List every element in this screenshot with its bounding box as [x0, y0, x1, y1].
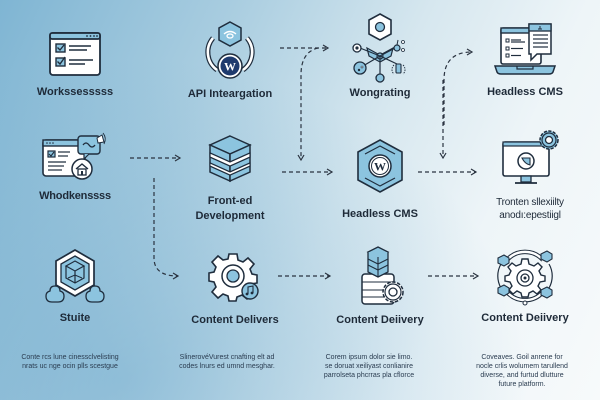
arrow-api-to-headless-mid	[297, 47, 319, 162]
node-label-line1: Front-ed	[207, 195, 253, 207]
description-line: codes lnurs ed umnd mesghar.	[179, 363, 275, 370]
node-headless-cms-top[interactable]: Headless CMS	[470, 20, 580, 99]
node-content-delivery-2[interactable]: Content Deiivery	[465, 248, 585, 325]
node-label: Content Deiivery	[481, 312, 569, 324]
layered-cube-icon	[208, 135, 252, 183]
svg-text:W: W	[374, 160, 386, 174]
description-line: se doruat xeiliyast conlianire	[325, 363, 413, 370]
node-label-line2: Development	[195, 210, 265, 222]
node-worksessions[interactable]: Workssesssss	[20, 30, 130, 99]
wordpress-hexagon-icon: W	[357, 139, 403, 193]
node-tronten[interactable]: Tronten sllexiilty anodı:epestiigl	[470, 128, 590, 222]
gear-music-icon	[208, 253, 259, 302]
node-stuite[interactable]: Stuite	[20, 248, 130, 325]
node-frontend-development[interactable]: Front-ed Development	[180, 133, 280, 223]
gear-orbit-icon	[497, 249, 553, 306]
description-line: Coveaves. Goil anrene for	[481, 354, 563, 361]
network-hub-icon	[352, 13, 406, 83]
browser-chat-home-icon	[42, 132, 106, 180]
node-label: Content Delivers	[191, 314, 279, 326]
node-content-delivers[interactable]: Content Delivers	[175, 250, 295, 327]
description-line: nrats uc nge ocin plls scestgue	[22, 363, 118, 370]
description-1: Conte rcs lune cinessclvelisting nrats u…	[10, 353, 130, 371]
node-label: Stuite	[59, 312, 91, 324]
description-line: diverse, and furtud dlutture	[480, 372, 564, 379]
laptop-document-icon	[493, 23, 557, 75]
hexagon-cube-icon	[45, 249, 105, 303]
wordpress-sync-icon: W	[205, 21, 255, 79]
description-line: parrolseta phcrras pla cflorce	[323, 372, 415, 379]
node-wongrating[interactable]: Wongrating	[325, 10, 435, 100]
description-3: Corem ipsum dolor sie limo. se doruat xe…	[314, 353, 424, 380]
node-label-line2: anodı:epestiigl	[499, 210, 561, 221]
node-label: Content Deiivery	[336, 314, 424, 326]
description-line: Corem ipsum dolor sie limo.	[325, 354, 413, 361]
arrow-whodkens-to-content-delivers	[153, 178, 180, 280]
node-label: Wongrating	[349, 87, 411, 99]
description-4: Coveaves. Goil anrene for nocle crlis wo…	[462, 353, 582, 389]
browser-checklist-icon	[49, 32, 101, 76]
node-content-delivery-1[interactable]: Content Deiivery	[320, 244, 440, 327]
node-label: API Inteargation	[187, 88, 273, 100]
arrow-wongrating-to-headless-top	[443, 48, 474, 125]
monitor-gear-icon	[502, 130, 559, 184]
description-2: SlinerovéVurest cnafting elt ad codes ln…	[162, 353, 292, 371]
node-whodkenssss[interactable]: Whodkenssss	[20, 132, 130, 203]
node-api-integration[interactable]: W API Inteargation	[170, 20, 290, 101]
description-line: Conte rcs lune cinessclvelisting	[21, 354, 119, 361]
description-line: SlinerovéVurest cnafting elt ad	[179, 354, 275, 361]
node-label: Headless CMS	[342, 208, 418, 220]
node-label-line1: Tronten sllexiilty	[496, 197, 564, 208]
server-gear-icon	[361, 246, 404, 305]
node-label: Whodkenssss	[39, 190, 111, 202]
description-line: nocle crlis wolumem tarullend	[476, 363, 568, 370]
node-headless-cms-mid[interactable]: W Headless CMS	[325, 138, 435, 221]
node-label: Headless CMS	[487, 86, 563, 98]
description-line: future platform.	[498, 381, 546, 388]
node-label: Workssesssss	[36, 86, 114, 98]
svg-text:W: W	[224, 60, 236, 74]
